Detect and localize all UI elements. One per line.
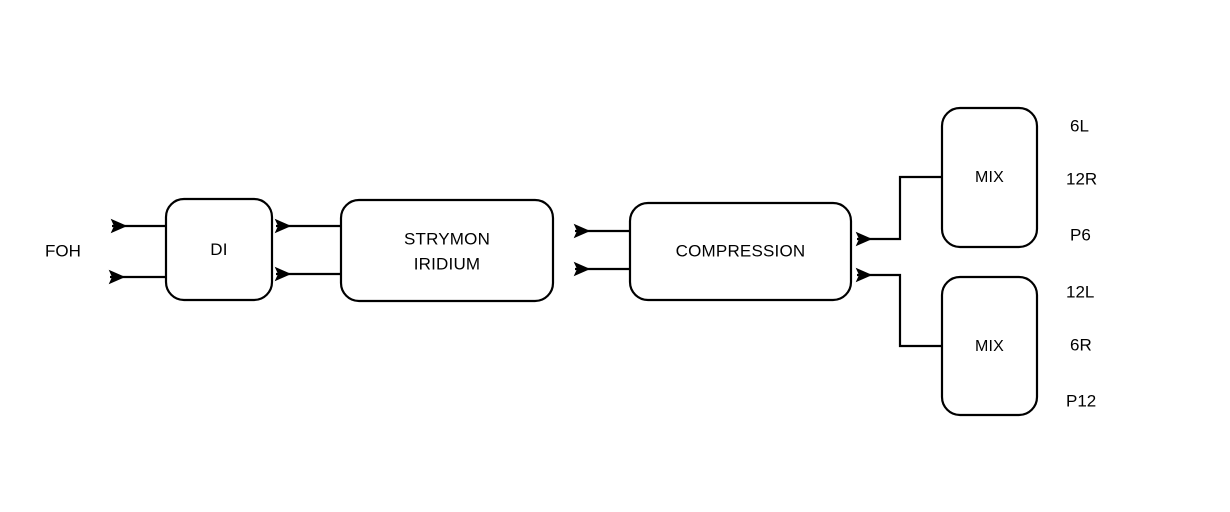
node-mix-top-label: MIX — [975, 169, 1004, 186]
label-mix-top-output-12r: 12R — [1066, 169, 1097, 188]
node-strymon-iridium-label-line1: STRYMON — [404, 229, 490, 248]
label-mix-top-output-p6: P6 — [1070, 225, 1091, 244]
label-foh: FOH — [45, 241, 81, 260]
node-di-box[interactable] — [164, 197, 274, 302]
node-mix-bottom[interactable]: MIX — [940, 275, 1039, 417]
node-mix-top[interactable]: MIX — [940, 106, 1039, 249]
node-compression-label: COMPRESSION — [676, 241, 806, 260]
node-strymon-iridium-label-line2: IRIDIUM — [414, 254, 481, 273]
node-mix-top-box[interactable] — [940, 106, 1039, 249]
node-mix-bottom-box[interactable] — [940, 275, 1039, 417]
node-strymon-iridium-box[interactable] — [339, 198, 555, 303]
node-strymon-iridium[interactable]: STRYMON IRIDIUM — [339, 198, 555, 303]
node-compression-box[interactable] — [628, 201, 853, 302]
connector-mix-bottom-to-compression — [855, 267, 942, 348]
label-mix-top-output-6l: 6L — [1070, 116, 1089, 135]
node-di[interactable]: DI — [164, 197, 274, 302]
label-mix-bottom-output-p12: P12 — [1066, 391, 1096, 410]
node-compression[interactable]: COMPRESSION — [628, 201, 853, 302]
label-mix-bottom-output-12l: 12L — [1066, 282, 1094, 301]
node-di-label: DI — [210, 240, 227, 259]
connector-mix-top-to-compression — [855, 175, 942, 247]
node-mix-bottom-label: MIX — [975, 338, 1004, 355]
label-mix-bottom-output-6r: 6R — [1070, 335, 1092, 354]
